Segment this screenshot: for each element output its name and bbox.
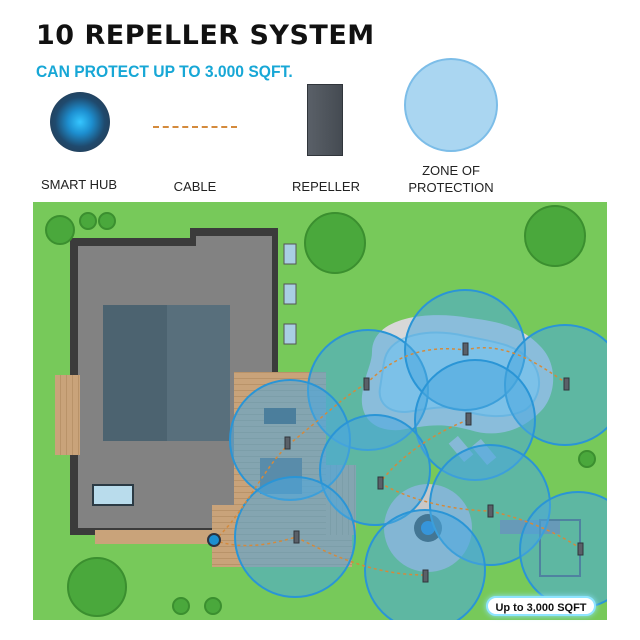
repeller — [563, 377, 570, 391]
legend-cable-label: CABLE — [173, 179, 217, 194]
page-title: 10 REPELLER SYSTEM — [36, 20, 375, 51]
repeller — [363, 377, 370, 391]
legend-zone-label-1: ZONE OF — [422, 163, 480, 178]
side-deck — [55, 375, 80, 455]
legend-hub-label: SMART HUB — [40, 177, 118, 192]
zone-circle — [319, 414, 431, 526]
cable-icon — [153, 126, 237, 128]
zone-circle — [364, 509, 486, 620]
repeller — [293, 530, 300, 544]
repeller — [462, 342, 469, 356]
map-smart-hub — [207, 533, 221, 547]
porch-strip — [95, 530, 235, 544]
repeller — [465, 412, 472, 426]
legend-zone-label-2: PROTECTION — [408, 180, 494, 195]
roof-panel-left — [103, 305, 167, 441]
repeller — [577, 542, 584, 556]
repeller — [284, 436, 291, 450]
repeller — [377, 476, 384, 490]
hub-icon — [50, 92, 110, 152]
zone-icon — [404, 58, 498, 152]
page-subtitle: CAN PROTECT UP TO 3.000 SQFT. — [36, 62, 293, 81]
house — [70, 228, 297, 535]
repeller-icon — [307, 84, 343, 156]
trees — [45, 205, 596, 617]
roof-panel-right — [167, 305, 230, 441]
repeller — [487, 504, 494, 518]
repeller — [422, 569, 429, 583]
coverage-badge: Up to 3,000 SQFT — [486, 596, 596, 616]
skylight — [92, 484, 134, 506]
legend-repeller-label: REPELLER — [292, 179, 360, 194]
cable-runs — [213, 347, 581, 576]
yard-map — [33, 202, 607, 620]
repellers — [284, 342, 584, 583]
